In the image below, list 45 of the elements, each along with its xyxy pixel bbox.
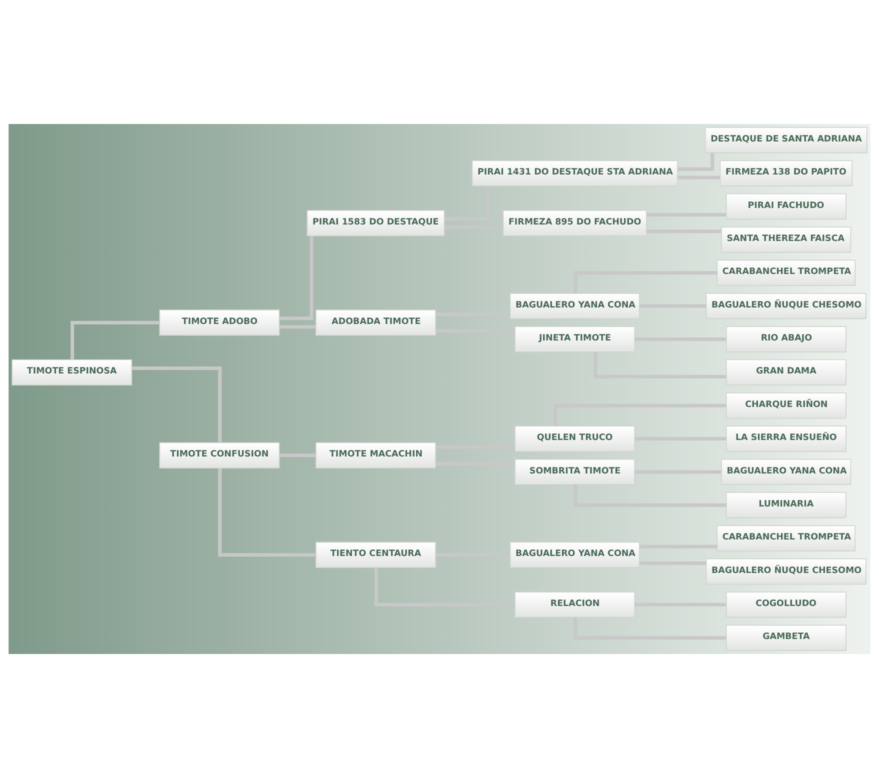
connector [279, 236, 314, 320]
node-box: LUMINARIA [726, 492, 846, 518]
node-box: FIRMEZA 895 DO FACHUDO [502, 210, 647, 236]
node-box: CHARQUE RIÑON [726, 392, 846, 419]
connector [553, 404, 726, 426]
node-box: BAGUALERO ÑUQUE CHESOMO [706, 558, 866, 585]
node-box: JINETA TIMOTE [514, 326, 636, 352]
connector [444, 186, 490, 221]
node-box: RIO ABAJO [726, 326, 846, 352]
connector [279, 325, 316, 329]
node-box: DESTAQUE DE SANTA ADRIANA [704, 127, 868, 154]
connector [374, 568, 515, 606]
node-box: BAGUALERO YANA CONA [721, 458, 852, 486]
node-box: BAGUALERO YANA CONA [510, 292, 640, 320]
node-box: TIENTO CENTAURA [316, 542, 436, 568]
node-box: BAGUALERO YANA CONA [510, 542, 640, 568]
node-box: QUELEN TRUCO [514, 426, 636, 452]
node-box: TIMOTE MACACHIN [316, 442, 436, 468]
node-box: CARABANCHEL TROMPETA [716, 260, 856, 286]
node-box: TIMOTE CONFUSION [159, 442, 280, 468]
node-box: SANTA THEREZA FAISCA [721, 226, 852, 253]
node-box: SOMBRITA TIMOTE [514, 458, 636, 486]
connector [279, 454, 316, 458]
node-box: GAMBETA [726, 624, 846, 651]
node-box: COGOLLUDO [726, 592, 846, 618]
node-box: GRAN DAMA [726, 359, 846, 386]
connector [574, 271, 718, 294]
node-box: PIRAI 1583 DO DESTAQUE [306, 210, 445, 236]
node-box: TIMOTE ADOBO [159, 310, 280, 336]
node-box: FIRMEZA 138 DO PAPITO [720, 160, 852, 186]
connector [218, 468, 316, 557]
node-box: BAGUALERO ÑUQUE CHESOMO [706, 292, 866, 320]
connector [132, 366, 222, 442]
node-box: RELACION [514, 592, 636, 618]
node-box: TIMOTE ESPINOSA [12, 359, 132, 386]
connector [70, 320, 160, 360]
node-box: CARABANCHEL TROMPETA [716, 525, 856, 552]
node-box: PIRAI 1431 DO DESTAQUE STA ADRIANA [472, 160, 678, 186]
connector [594, 352, 726, 378]
node-box: LA SIERRA ENSUEÑO [726, 426, 846, 452]
node-box: ADOBADA TIMOTE [316, 310, 436, 336]
connector [574, 617, 726, 640]
connector [574, 484, 726, 507]
node-box: PIRAI FACHUDO [726, 193, 846, 220]
connector [678, 152, 714, 171]
